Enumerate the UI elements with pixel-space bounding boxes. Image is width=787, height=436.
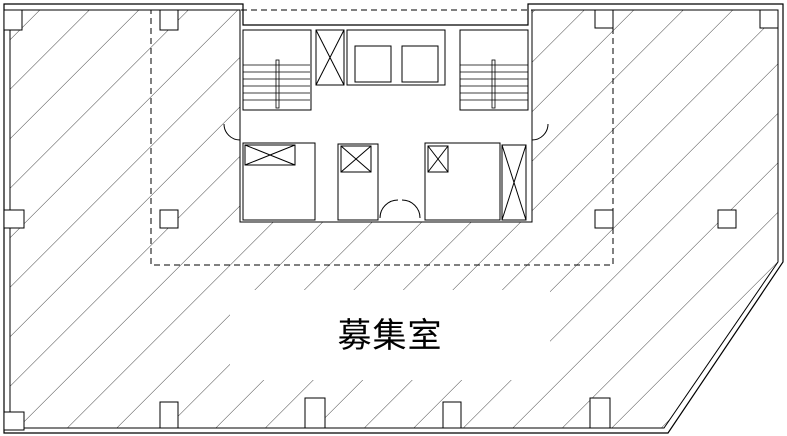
- column: [442, 401, 462, 429]
- shaft: [501, 144, 527, 221]
- stair-right: [459, 29, 529, 111]
- elevator: [401, 45, 439, 83]
- outer-wall: [3, 3, 784, 434]
- columns: [3, 9, 779, 431]
- column: [717, 209, 737, 229]
- column: [159, 9, 179, 31]
- restroom-right: [424, 142, 501, 221]
- column: [594, 209, 614, 229]
- stair-left: [242, 29, 312, 111]
- restroom-left: [242, 142, 316, 221]
- column: [594, 9, 614, 29]
- column: [159, 401, 179, 429]
- shaft: [340, 145, 372, 173]
- building-core: [223, 29, 549, 221]
- column: [159, 209, 179, 229]
- column: [304, 397, 326, 429]
- room-label: 募集室: [337, 316, 443, 356]
- column: [589, 397, 611, 429]
- dashed-boundary: [150, 9, 614, 266]
- column: [759, 9, 779, 29]
- column: [3, 411, 25, 431]
- inner-wall: [9, 9, 779, 429]
- column: [3, 9, 23, 31]
- elevator: [354, 45, 392, 83]
- column: [3, 209, 25, 229]
- shaft: [315, 29, 345, 86]
